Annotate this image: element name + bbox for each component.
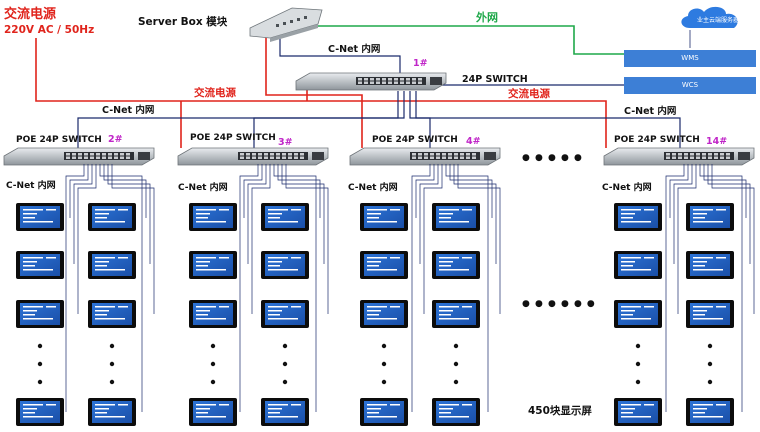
display-screens [16,203,734,426]
cnet-top-label: C-Net 内网 [328,44,381,55]
poe-cnet-label: C-Net 内网 [602,183,652,193]
ac-power-mid: 交流电源 [194,87,236,99]
poe-switch-device [3,147,155,166]
poe-switch-device [177,147,329,166]
poe-switch-label: POE 24P SWITCH [16,135,102,145]
external-net-label: 外网 [476,11,498,24]
poe-switch-label: POE 24P SWITCH [190,133,276,143]
poe-switch-label: POE 24P SWITCH [614,135,700,145]
power-spec: 220V AC / 50Hz [4,24,95,36]
cnet-right-label: C-Net 内网 [624,106,677,117]
server-box-device [249,7,323,42]
main-switch-label: 24P SWITCH [462,74,528,85]
server-box-label: Server Box 模块 [138,16,228,28]
cloud-icon [681,6,738,29]
external-net-line [308,25,624,55]
wcs-box: WCS [624,77,756,94]
wms-box: WMS [624,50,756,67]
power-title: 交流电源 [4,7,57,22]
poe-cnet-label: C-Net 内网 [178,183,228,193]
cnet-lines [77,36,681,152]
horizontal-ellipsis-top: ● ● ● ● ● [522,153,583,163]
ac-power-right: 交流电源 [508,88,550,100]
power-lines [35,30,607,148]
vertical-ellipsis [37,343,713,385]
poe-switch-number: 4# [466,136,481,147]
display-count-label: 450块显示屏 [528,405,592,417]
poe-cables [65,164,755,412]
poe-switch-device [603,147,755,166]
poe-switch-label: POE 24P SWITCH [372,135,458,145]
horizontal-ellipsis-mid: ● ● ● ● ● ● [522,299,596,309]
poe-switch-number: 3# [278,137,293,148]
main-switch-number: 1# [413,58,428,69]
poe-cnet-label: C-Net 内网 [6,181,56,191]
main-switch-device [295,72,447,91]
poe-switch-device [349,147,501,166]
poe-switch-number: 14# [706,136,728,147]
cnet-left-label: C-Net 内网 [102,105,155,116]
poe-cnet-label: C-Net 内网 [348,183,398,193]
cloud-label: 业主云端服务器 [697,17,740,24]
poe-switch-number: 2# [108,134,123,145]
